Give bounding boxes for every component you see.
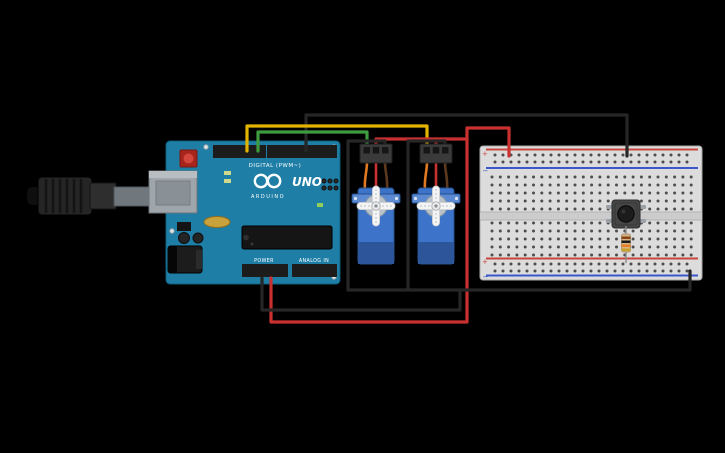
top-positive-stripe	[486, 148, 698, 151]
breadboard[interactable]: + − + −	[479, 145, 703, 281]
on-led	[317, 203, 323, 207]
power-header[interactable]	[242, 264, 288, 277]
button-leg	[640, 205, 646, 209]
bottom-negative-stripe	[486, 274, 698, 277]
button-cap-highlight	[621, 209, 626, 214]
resistor-band-3	[621, 244, 631, 247]
capacitor	[178, 232, 190, 244]
capacitor	[192, 232, 204, 244]
usb-plug-shield	[113, 186, 153, 207]
breadboard-holes[interactable]	[490, 153, 693, 273]
plus-marker: +	[482, 258, 488, 266]
wire-gnd-arduino[interactable]	[260, 276, 462, 312]
power-label: POWER	[254, 258, 274, 264]
mounting-hole	[203, 144, 209, 150]
rx-led	[224, 179, 231, 183]
wire-power-breadboard[interactable]	[434, 126, 511, 158]
digital-label: DIGITAL (PWM~)	[249, 163, 302, 169]
minus-marker: −	[483, 167, 489, 175]
arduino-brand-label: ARDUINO	[251, 194, 285, 200]
arduino-logo	[253, 173, 282, 189]
resistor-band-4	[621, 248, 631, 251]
wires-layer	[245, 113, 692, 324]
button-base-inner	[614, 202, 638, 226]
button-cap[interactable]	[617, 205, 635, 223]
pushbutton[interactable]	[606, 199, 646, 229]
button-leg	[606, 219, 612, 223]
wire-gnd-bus[interactable]	[346, 269, 692, 292]
usb-plug-neck	[89, 182, 117, 210]
crystal-oscillator	[203, 216, 231, 228]
center-channel	[480, 212, 702, 220]
button-leg	[606, 205, 612, 209]
digital-header-right[interactable]	[267, 145, 337, 158]
usb-plug-ridges	[44, 179, 83, 213]
bottom-positive-stripe	[486, 257, 698, 260]
resistor-band-2	[621, 240, 631, 243]
analog-in-label: ANALOG IN	[299, 258, 329, 264]
arduino-uno[interactable]: DIGITAL (PWM~) UNO ARDUINO	[148, 140, 341, 285]
mounting-hole	[169, 228, 175, 234]
resistor[interactable]	[621, 226, 631, 263]
atmega-chip[interactable]	[241, 225, 333, 250]
usb-plug[interactable]	[27, 176, 153, 216]
uno-label: UNO	[292, 175, 322, 189]
digital-header-left[interactable]	[213, 145, 266, 158]
wire-power-main[interactable]	[269, 137, 469, 324]
minus-marker: −	[483, 273, 489, 281]
analog-header[interactable]	[292, 264, 337, 277]
button-leg	[640, 219, 646, 223]
icsp-header[interactable]	[321, 178, 339, 191]
top-negative-stripe	[486, 167, 698, 169]
voltage-regulator	[177, 222, 191, 231]
plus-marker: +	[482, 150, 488, 158]
reset-button[interactable]	[179, 149, 198, 168]
power-jack	[167, 245, 203, 274]
tx-led	[224, 171, 231, 175]
usb-port	[148, 170, 198, 214]
resistor-band-1	[621, 236, 631, 239]
